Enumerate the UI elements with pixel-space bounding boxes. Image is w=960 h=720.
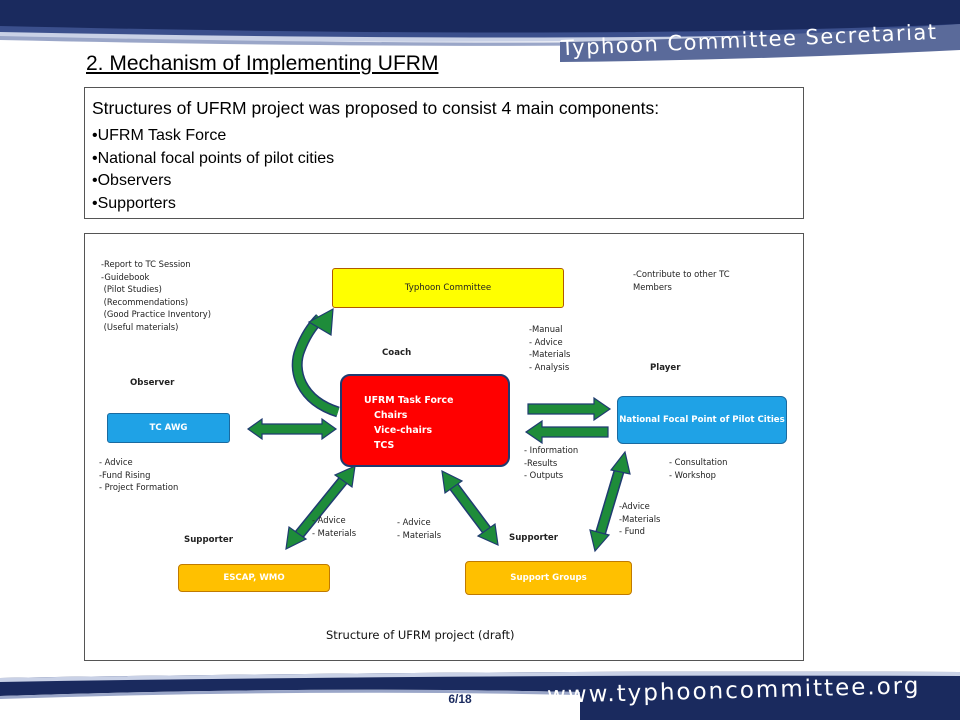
component-item: •National focal points of pilot cities [92, 149, 335, 167]
note-escap-flow: - Advice - Materials [312, 515, 357, 538]
arrow-taskforce-to-nfp [527, 396, 612, 422]
note-manual: -Manual - Advice -Materials - Analysis [529, 324, 571, 372]
task-force-node: UFRM Task Force Chairs Vice-chairs TCS [340, 374, 510, 467]
task-force-member: TCS [374, 440, 395, 451]
task-force-member: Vice-chairs [374, 425, 433, 436]
header-brand-band [560, 24, 960, 62]
note-sg-flow: - Advice - Materials [397, 517, 442, 540]
components-list: •UFRM Task Force •National focal points … [92, 125, 334, 215]
escap-wmo-node: ESCAP, WMO [178, 564, 330, 592]
tc-awg-node: TC AWG [107, 413, 230, 443]
components-box [84, 87, 804, 219]
role-coach: Coach [382, 348, 412, 358]
arrow-nfp-supportgroups [589, 450, 631, 553]
role-player: Player [650, 363, 681, 373]
arrow-awg-taskforce [246, 417, 338, 441]
national-focal-point-node: National Focal Point of Pilot Cities [617, 396, 787, 444]
note-information: - Information -Results - Outputs [524, 445, 579, 481]
components-intro: Structures of UFRM project was proposed … [92, 98, 660, 118]
note-report: -Report to TC Session -Guidebook (Pilot … [101, 259, 212, 332]
component-item: •Supporters [92, 194, 176, 212]
arrow-taskforce-supportgroups [441, 469, 499, 546]
arrow-taskforce-to-tc [291, 307, 340, 418]
note-consultation: - Consultation - Workshop [669, 457, 728, 480]
arrow-nfp-to-taskforce [524, 419, 609, 445]
role-observer: Observer [130, 378, 175, 388]
typhoon-committee-node: Typhoon Committee [332, 268, 564, 308]
diagram-caption: Structure of UFRM project (draft) [326, 628, 515, 642]
support-groups-node: Support Groups [465, 561, 632, 595]
role-supporter-left: Supporter [184, 535, 233, 545]
footer-band [0, 671, 960, 720]
note-contribute: -Contribute to other TC Members [633, 269, 730, 292]
slide-title: 2. Mechanism of Implementing UFRM [86, 52, 439, 75]
note-awg-support: - Advice -Fund Rising - Project Formatio… [99, 457, 179, 493]
page-number: 6/18 [448, 692, 472, 706]
task-force-member: Chairs [374, 410, 408, 421]
component-item: •Observers [92, 172, 172, 189]
task-force-title: UFRM Task Force [364, 395, 454, 406]
component-item: •UFRM Task Force [92, 127, 227, 144]
arrow-taskforce-escap [285, 465, 356, 551]
note-nfp-support: -Advice -Materials - Fund [619, 501, 661, 537]
role-supporter-right: Supporter [509, 533, 558, 543]
